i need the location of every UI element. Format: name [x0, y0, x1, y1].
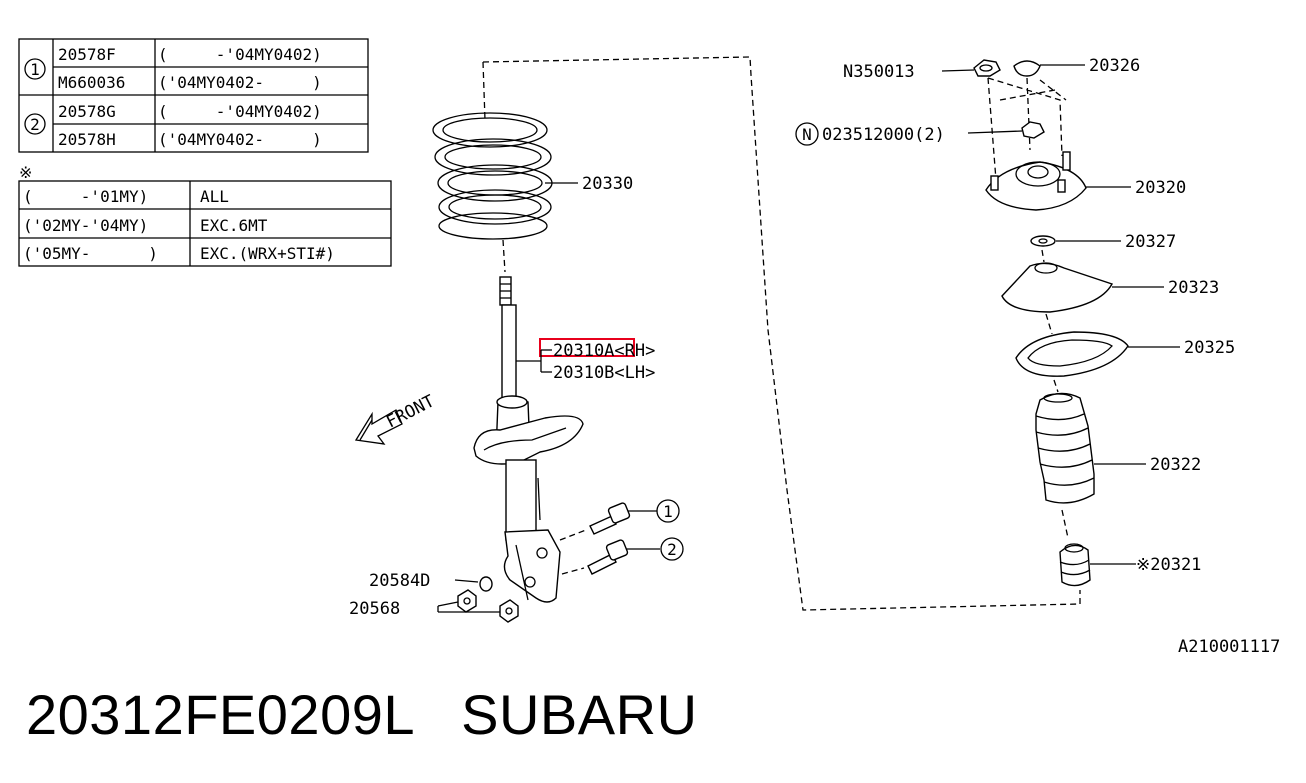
table1-part: 20578H — [58, 130, 116, 149]
callout-2-num: 2 — [667, 540, 677, 559]
table1-range: ( -'04MY0402) — [158, 102, 322, 121]
assembly-group-outline — [482, 56, 1081, 611]
nut-icon — [457, 589, 477, 613]
n-mark: N — [802, 125, 812, 144]
table1-num-2: 2 — [30, 115, 40, 134]
nut-icon — [499, 599, 519, 623]
callout-1-num: 1 — [663, 502, 673, 521]
diagram-code: A210001117 — [1178, 637, 1280, 657]
footer-caption: 20312FE0209L SUBARU — [26, 682, 698, 747]
washer-icon — [479, 576, 493, 592]
label-mount: 20320 — [1135, 178, 1186, 198]
table1-range: ('04MY0402- ) — [158, 130, 322, 149]
rubber-seat — [1015, 331, 1129, 377]
label-cap: 20326 — [1089, 56, 1140, 76]
top-nut — [973, 59, 1001, 77]
table1-num-1: 1 — [30, 60, 40, 79]
table1-part: 20578F — [58, 45, 116, 64]
cap-icon — [1013, 60, 1041, 77]
bolt-1 — [559, 502, 631, 541]
dust-boot — [1035, 392, 1095, 504]
table2-applic: EXC.(WRX+STI#) — [200, 244, 335, 263]
bolt-2 — [561, 539, 629, 575]
coil-spring — [432, 112, 553, 240]
strut-rh-side: <RH> — [614, 341, 655, 361]
label-boot: 20322 — [1150, 455, 1201, 475]
table1-part: M660036 — [58, 73, 125, 92]
table1-range: ('04MY0402- ) — [158, 73, 322, 92]
label-rubber-seat: 20325 — [1184, 338, 1235, 358]
label-bump-stop: ※20321 — [1136, 555, 1201, 575]
callout-1-icon — [656, 499, 680, 523]
washer-icon — [1030, 235, 1056, 247]
reference-mark: ※ — [19, 163, 32, 182]
label-strut-lh: 20310B<LH> — [553, 363, 655, 383]
label-nut: 20568 — [349, 599, 400, 619]
highlight-box — [539, 338, 635, 357]
label-strut-rh[interactable]: 20310A<RH> — [553, 341, 655, 361]
table1-part: 20578G — [58, 102, 116, 121]
label-front: FRONT — [383, 391, 438, 432]
callout-2-icon — [24, 113, 46, 135]
bump-stop — [1059, 543, 1091, 587]
label-seat: 20323 — [1168, 278, 1219, 298]
nut-icon — [1021, 121, 1045, 139]
callout-2-icon — [660, 537, 684, 561]
table2-range: ('05MY- ) — [23, 244, 158, 263]
label-n-nut: 023512000(2) — [822, 125, 945, 145]
table2-range: ('02MY-'04MY) — [23, 216, 148, 235]
application-table-2: ※ ( -'01MY) ('02MY-'04MY) ('05MY- ) ALL … — [18, 163, 392, 267]
label-washer: 20584D — [369, 571, 430, 591]
strut-mount — [985, 151, 1087, 211]
table2-applic: ALL — [200, 187, 229, 206]
table2-range: ( -'01MY) — [23, 187, 148, 206]
footer-brand: SUBARU — [461, 683, 698, 746]
label-washer-top: 20327 — [1125, 232, 1176, 252]
strut-assembly — [473, 239, 584, 603]
footer-part-number: 20312FE0209L — [26, 683, 413, 746]
strut-rh-part-number[interactable]: 20310A — [553, 341, 614, 361]
label-spring: 20330 — [582, 174, 633, 194]
table1-range: ( -'04MY0402) — [158, 45, 322, 64]
front-arrow-icon — [354, 409, 403, 445]
label-top-nut: N350013 — [843, 62, 915, 82]
n-mark-icon — [795, 122, 819, 146]
callout-1-icon — [24, 58, 46, 80]
spring-seat — [1001, 262, 1114, 313]
application-table-1: 1 2 20578F M660036 20578G 20578H ( -'04M… — [18, 38, 369, 153]
table2-applic: EXC.6MT — [200, 216, 268, 235]
